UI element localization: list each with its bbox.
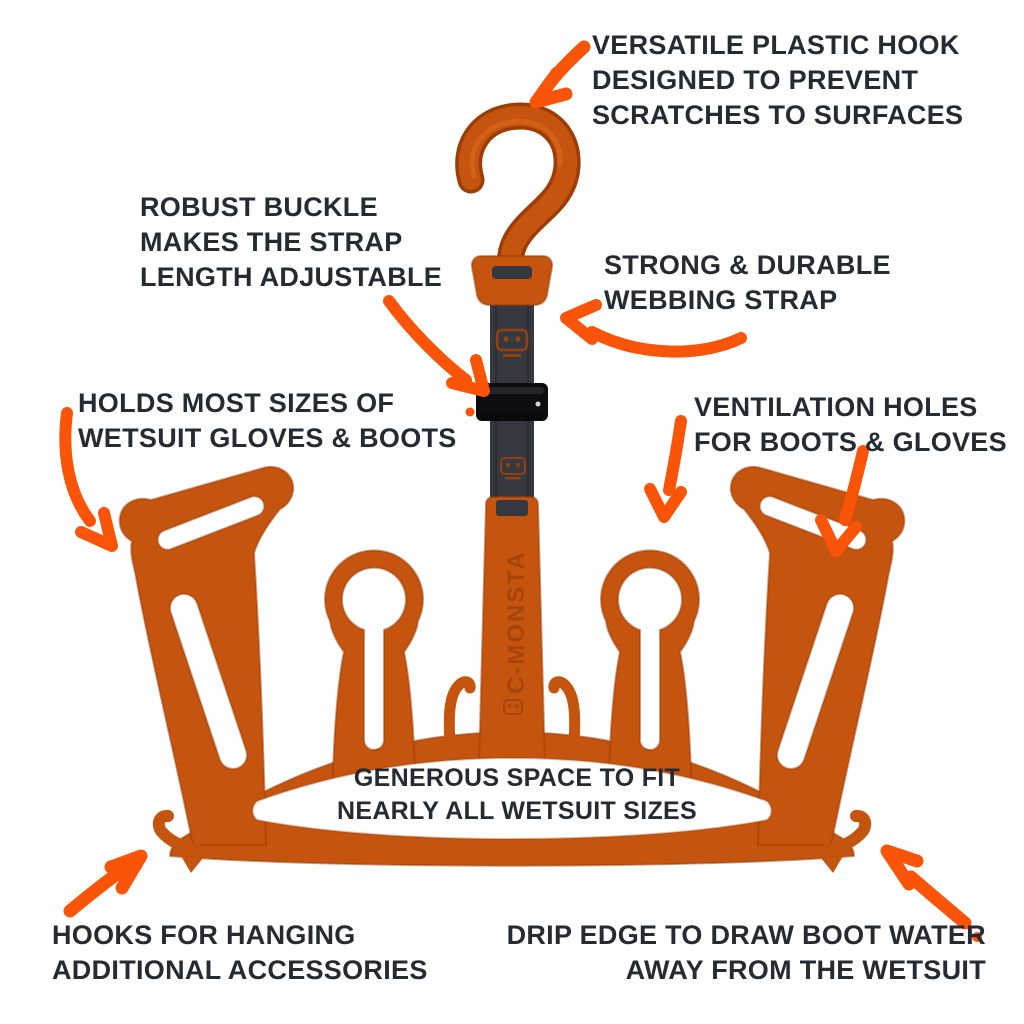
strap-logo-icon bbox=[500, 457, 526, 480]
column-strap-slot bbox=[496, 500, 528, 516]
annotation-line: MAKES THE STRAP bbox=[140, 227, 403, 257]
annotation-line: WEBBING STRAP bbox=[604, 285, 838, 315]
wetsuit-opening bbox=[251, 756, 773, 841]
annotation-holds: HOLDS MOST SIZES OF WETSUIT GLOVES & BOO… bbox=[78, 386, 457, 456]
annotation-hook: VERSATILE PLASTIC HOOK DESIGNED TO PREVE… bbox=[592, 28, 963, 133]
annotation-line: VERSATILE PLASTIC HOOK bbox=[592, 30, 960, 60]
annotation-space: GENEROUS SPACE TO FIT NEARLY ALL WETSUIT… bbox=[322, 762, 712, 828]
arrow-ventilation-right-icon bbox=[815, 445, 869, 557]
annotation-line: HOOKS FOR HANGING bbox=[52, 920, 356, 950]
annotation-arrows bbox=[59, 40, 982, 942]
arrow-strap-icon bbox=[560, 299, 747, 358]
arrow-ventilation-left-icon bbox=[644, 415, 687, 523]
hook-strap-slot bbox=[492, 266, 532, 279]
annotation-hooks: HOOKS FOR HANGING ADDITIONAL ACCESSORIES bbox=[52, 918, 428, 988]
arrow-drip-icon bbox=[880, 844, 982, 942]
annotation-line: WETSUIT GLOVES & BOOTS bbox=[78, 423, 457, 453]
strap-logo-icon bbox=[495, 328, 529, 357]
annotation-line: HOLDS MOST SIZES OF bbox=[78, 388, 395, 418]
embossed-brand: C-MONSTA bbox=[503, 550, 530, 694]
annotation-ventilation: VENTILATION HOLES FOR BOOTS & GLOVES bbox=[694, 390, 1007, 460]
annotation-line: NEARLY ALL WETSUIT SIZES bbox=[336, 797, 698, 825]
annotation-line: DRIP EDGE TO DRAW BOOT WATER bbox=[506, 920, 986, 950]
centre-column bbox=[477, 496, 547, 766]
annotation-line: STRONG & DURABLE bbox=[604, 250, 891, 280]
hanger-body: C-MONSTA bbox=[120, 467, 905, 873]
arrow-buckle-icon bbox=[383, 295, 490, 417]
annotation-line: DESIGNED TO PREVENT bbox=[592, 65, 919, 95]
annotation-line: SCRATCHES TO SURFACES bbox=[592, 100, 964, 130]
arrow-holds-icon bbox=[59, 407, 118, 552]
annotation-line: ADDITIONAL ACCESSORIES bbox=[52, 955, 428, 985]
hanger-hook bbox=[455, 102, 581, 306]
hook-mount bbox=[470, 255, 554, 306]
arrow-hooks-icon bbox=[63, 849, 148, 918]
annotation-drip: DRIP EDGE TO DRAW BOOT WATER AWAY FROM T… bbox=[500, 918, 986, 988]
annotation-line: ROBUST BUCKLE bbox=[140, 192, 378, 222]
arrow-hook-icon bbox=[529, 40, 591, 109]
embossed-logo-icon bbox=[503, 699, 523, 715]
webbing-strap bbox=[476, 264, 548, 518]
strap-buckle bbox=[476, 383, 548, 421]
annotation-line: GENEROUS SPACE TO FIT bbox=[353, 764, 681, 792]
annotation-line: AWAY FROM THE WETSUIT bbox=[625, 955, 986, 985]
annotation-line: FOR BOOTS & GLOVES bbox=[694, 427, 1007, 457]
annotation-buckle: ROBUST BUCKLE MAKES THE STRAP LENGTH ADJ… bbox=[140, 190, 442, 295]
annotation-line: VENTILATION HOLES bbox=[694, 392, 978, 422]
annotation-line: LENGTH ADJUSTABLE bbox=[140, 262, 443, 292]
annotation-strap: STRONG & DURABLE WEBBING STRAP bbox=[604, 248, 891, 318]
